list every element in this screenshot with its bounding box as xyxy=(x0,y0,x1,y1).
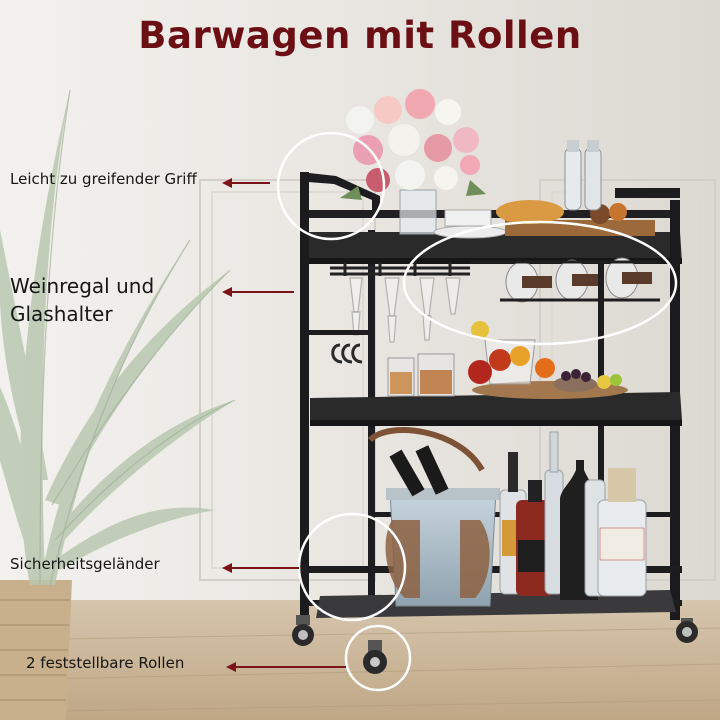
callout-wheels: 2 feststellbare Rollen xyxy=(26,654,185,672)
wine-rack-bars xyxy=(470,260,660,302)
top-shelf xyxy=(305,232,682,262)
handle-highlight-circle xyxy=(276,131,386,241)
glass-rack xyxy=(330,262,470,276)
callout-arrows xyxy=(222,178,346,672)
callout-wine-rack-line2: Glashalter xyxy=(10,302,113,326)
ice-bucket xyxy=(367,427,500,607)
fruit-bowl xyxy=(468,321,622,392)
callout-wine-rack: Weinregal und Glashalter xyxy=(10,272,154,328)
side-hooks xyxy=(331,343,363,364)
cart-wheels xyxy=(292,615,698,674)
top-shelf-items xyxy=(433,140,655,239)
wheel-highlight-circle xyxy=(344,624,412,692)
flower-vase xyxy=(340,89,486,235)
bottom-bottles xyxy=(499,431,647,600)
hanging-glasses xyxy=(349,277,461,343)
floor-boards xyxy=(0,627,720,713)
plant-leaf-veins xyxy=(39,89,236,586)
callout-railing: Sicherheitsgeländer xyxy=(10,555,160,573)
whisky-glasses xyxy=(387,353,455,397)
wine-bottles-lying xyxy=(505,257,652,303)
callout-wine-rack-line1: Weinregal und xyxy=(10,274,155,298)
plant-leaves xyxy=(0,90,235,585)
page-title: Barwagen mit Rollen xyxy=(138,14,582,57)
plant-pot-weave xyxy=(0,599,70,701)
middle-shelf xyxy=(310,392,682,426)
wine-rack-highlight-ellipse xyxy=(402,220,678,346)
highlight-circles xyxy=(276,131,678,692)
callout-handle: Leicht zu greifender Griff xyxy=(10,170,197,188)
